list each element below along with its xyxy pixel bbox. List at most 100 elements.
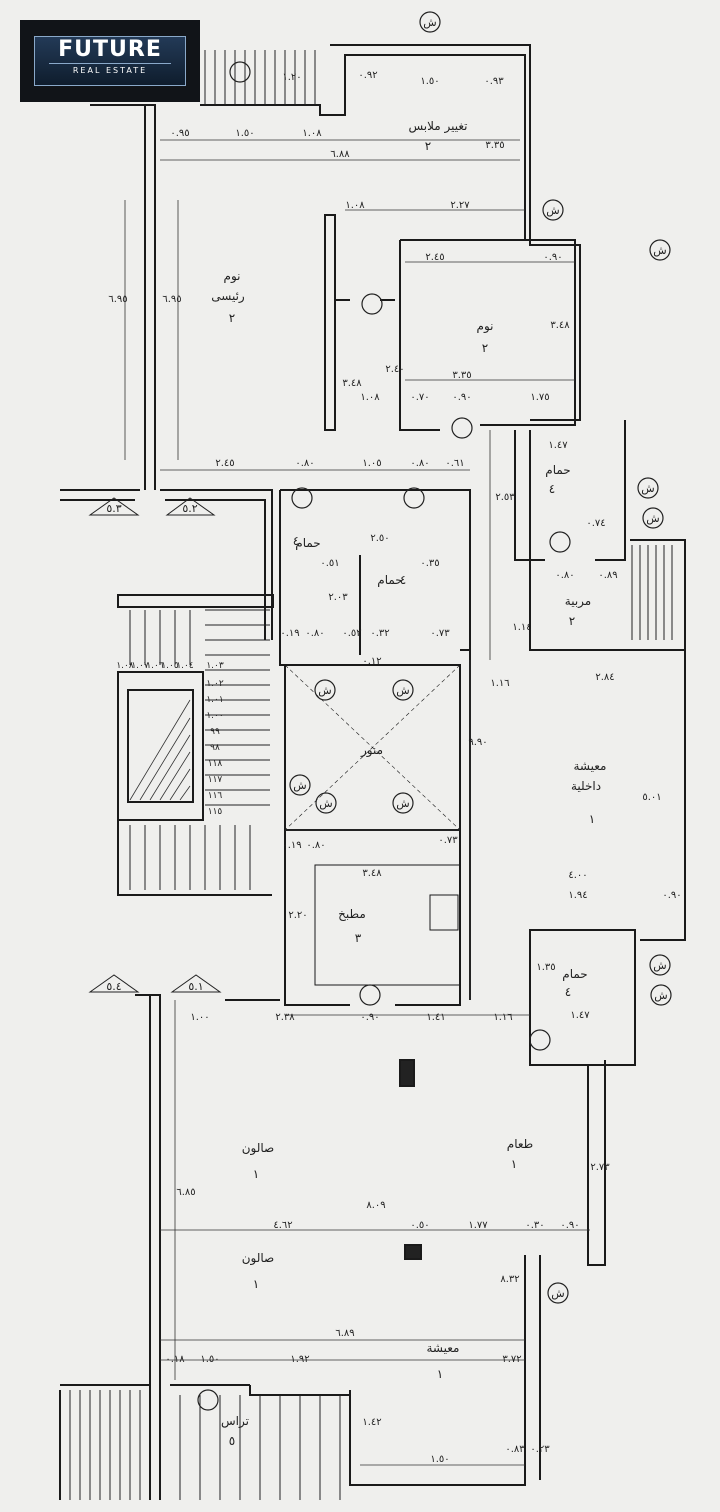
dim-top-1: ١.٥٠ <box>420 76 439 87</box>
dim-bedroom-4: ٣.٤٨ <box>550 320 570 331</box>
dim-baths-4: ٠.٣٥ <box>420 558 439 569</box>
dim-top-8: ١.٢٠ <box>282 72 301 83</box>
dim-lower-5: ٠.٣٠ <box>525 1220 544 1231</box>
dim-middle-1: ١.٤٧ <box>548 440 568 451</box>
room-label-living: معيشة <box>427 1341 460 1355</box>
room-label-bath-a: حمام <box>295 536 320 550</box>
dim-master-1: ٦.٩٥ <box>162 294 181 305</box>
marker-mark-10: ش <box>396 797 409 810</box>
dim-lower-15: ١.٥٠ <box>430 1454 449 1465</box>
room-number-living: ١ <box>437 1367 443 1381</box>
stair-treads-right <box>631 545 673 640</box>
dim-kitchen-5: ٢.٣٨ <box>275 1012 295 1023</box>
dim-middle-3: ٠.٨٠ <box>555 570 574 581</box>
lift-hatch <box>129 699 191 801</box>
dim-bedroom-8: ٠.٧٠ <box>410 392 429 403</box>
dim-lower-8: ٢.٧٣ <box>590 1162 610 1173</box>
door-tag-1: ٥.٣ <box>106 502 121 515</box>
dim-top-2: ٠.٩٣ <box>484 76 504 87</box>
brand-logo-frame: FUTURE REAL ESTATE <box>34 36 186 86</box>
dim-baths-5: ٠.٣٢ <box>370 628 389 639</box>
marker-mark-11: ش <box>653 959 666 972</box>
brand-logo: FUTURE REAL ESTATE <box>20 20 200 102</box>
dim-kitchen-8: ١.١٦ <box>493 1012 512 1023</box>
marker-circles <box>197 11 672 1411</box>
dim-middle-9: ٥.٠١ <box>642 792 661 803</box>
dim-kitchen-7: ١.٤١ <box>426 1012 445 1023</box>
dim-baths-1: ٠.٨٠ <box>305 628 324 639</box>
marker-mark-7: ش <box>396 684 409 697</box>
dim-top-6: ٦.٨٨ <box>330 149 350 160</box>
room-label-nanny: مربية <box>565 594 591 609</box>
dim-middle-0: ٢.٥٣ <box>495 492 515 503</box>
terrace-hatch-top <box>204 50 316 105</box>
stair-num-9: ٩٩ <box>210 727 220 737</box>
room-label-salon-2: صالون <box>242 1251 275 1266</box>
room-number-bedroom: ٢ <box>482 341 488 355</box>
dim-bedroom-7: ٠.٩٠ <box>452 392 471 403</box>
dim-bedroom-10: ٢.٤٠ <box>385 364 404 375</box>
room-label-kitchen: مطبخ <box>338 907 366 921</box>
room-label-bath-b: حمام <box>377 573 402 587</box>
dim-lower-1: ٨.٠٩ <box>366 1200 385 1211</box>
marker-mark-13: ش <box>551 1287 564 1300</box>
dim-bedroom-6: ١.٧٥ <box>530 392 549 403</box>
stair-num-0: ١.٠٨ <box>116 661 134 671</box>
dim-baths-3: ٢.٠٣ <box>328 592 348 603</box>
dim-middle-2: ٠.٧٤ <box>586 518 605 529</box>
dim-baths-6: ٠.٧٣ <box>430 628 450 639</box>
dim-master-3: ٠.٨٠ <box>295 458 314 469</box>
room-number-bath-lower: ٤ <box>565 985 571 999</box>
stair-num-2: ١.٠٦ <box>146 661 164 671</box>
marker-mark-1: ش <box>423 16 436 29</box>
dim-middle-4: ٠.٨٩ <box>598 570 617 581</box>
room-label-bath-right: حمام <box>545 463 570 477</box>
brand-name: FUTURE <box>58 37 162 62</box>
room-label-dining: طعام <box>507 1137 533 1151</box>
dim-lower-7: ٨.٣٢ <box>500 1274 519 1285</box>
dim-kitchen-9: ١.٤٧ <box>570 1010 590 1021</box>
dim-bedroom-1: ٢.٢٧ <box>450 200 470 211</box>
stair-num-7: ١.٠١ <box>206 695 223 705</box>
dim-lower-16: ٠.٨٣ <box>505 1444 525 1455</box>
stair-num-6: ١.٠٢ <box>206 679 224 689</box>
room-number-bath-right: ٤ <box>549 482 555 496</box>
room-number-nanny: ٢ <box>569 614 575 628</box>
dim-kitchen-10: ١.٣٥ <box>536 962 555 973</box>
dim-lower-4: ١.٧٧ <box>468 1220 488 1231</box>
dim-kitchen-1: ٢.٢٠ <box>288 910 307 921</box>
terrace-hatch-bottom <box>69 1390 341 1500</box>
room-number-terrace: ٥ <box>229 1434 235 1448</box>
room-number-bath-b: ٤ <box>400 573 406 587</box>
dim-baths-0: ٠.٥١ <box>320 558 339 569</box>
dim-top-5: ١.٠٨ <box>302 128 322 139</box>
dim-lower-14: ١.٤٢ <box>362 1417 381 1428</box>
dim-baths-2: ٠.٥٢ <box>342 628 361 639</box>
dim-baths-8: ٠.١٩ <box>280 628 299 639</box>
door-tag-triangles <box>88 497 222 993</box>
dim-bedroom-5: ٣.٣٥ <box>452 370 471 381</box>
dimension-lines <box>124 139 590 1466</box>
dim-top-3: ٠.٩٥ <box>170 128 189 139</box>
room-number-salon-2: ١ <box>253 1277 259 1291</box>
room-number-bath-a: ٤ <box>293 534 299 548</box>
marker-mark-8: ش <box>293 779 306 792</box>
room-number-kitchen: ٣ <box>355 931 362 945</box>
room-labels: تغيير ملابس ٢ نوم رئيسى ٢ نوم ٢ حمام ٤ م… <box>211 119 606 1448</box>
dim-lower-13: ٣.٧٢ <box>502 1354 521 1365</box>
marker-mark-6: ش <box>318 684 331 697</box>
dim-middle-12: ٠.٩٠ <box>662 890 681 901</box>
dim-middle-7: ١.١٦ <box>490 678 509 689</box>
marker-mark-12: ش <box>654 989 667 1002</box>
dim-kitchen-4: ٠.١٩ <box>282 840 301 851</box>
stair-num-12: ١١٧ <box>208 775 223 785</box>
dim-top-7: ٣.٣٥ <box>485 140 504 151</box>
dim-master-6: ٠.٦١ <box>445 458 464 469</box>
door-tag-2: ٥.٢ <box>182 502 197 515</box>
room-sub-master: رئيسى <box>211 289 245 304</box>
dim-bedroom-2: ٢.٤٥ <box>425 252 444 263</box>
dim-master-0: ٦.٩٥ <box>108 294 127 305</box>
dim-bedroom-11: ٣.٤٨ <box>342 378 362 389</box>
room-label-terrace: تراس <box>221 1414 249 1429</box>
